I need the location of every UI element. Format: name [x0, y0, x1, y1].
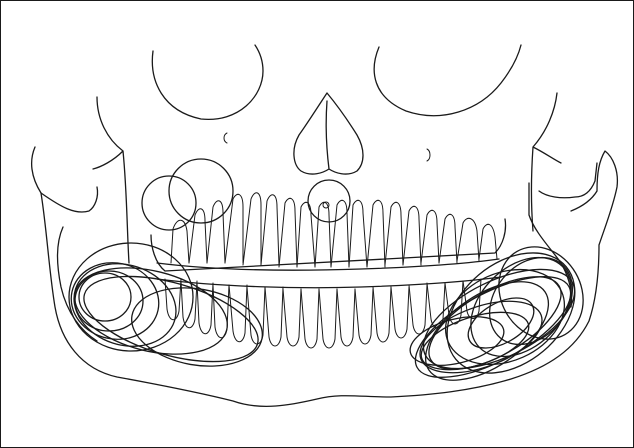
left-superimposed-ovals	[63, 243, 268, 378]
occlusal-plane-lower	[157, 277, 501, 288]
orbit-right	[374, 45, 521, 116]
ramus-right-inner	[539, 163, 597, 198]
orbit-left-mark	[224, 133, 227, 143]
skull-outline	[93, 93, 561, 263]
orbit-right-mark	[427, 149, 430, 161]
left-circle-1	[142, 176, 196, 230]
ramus-right-outer	[529, 183, 572, 307]
maxilla	[151, 219, 506, 271]
orbit-left	[152, 45, 263, 119]
left-circle-2	[169, 159, 233, 223]
nasal-cavity	[294, 93, 363, 174]
mandible-inner-left	[41, 187, 98, 212]
